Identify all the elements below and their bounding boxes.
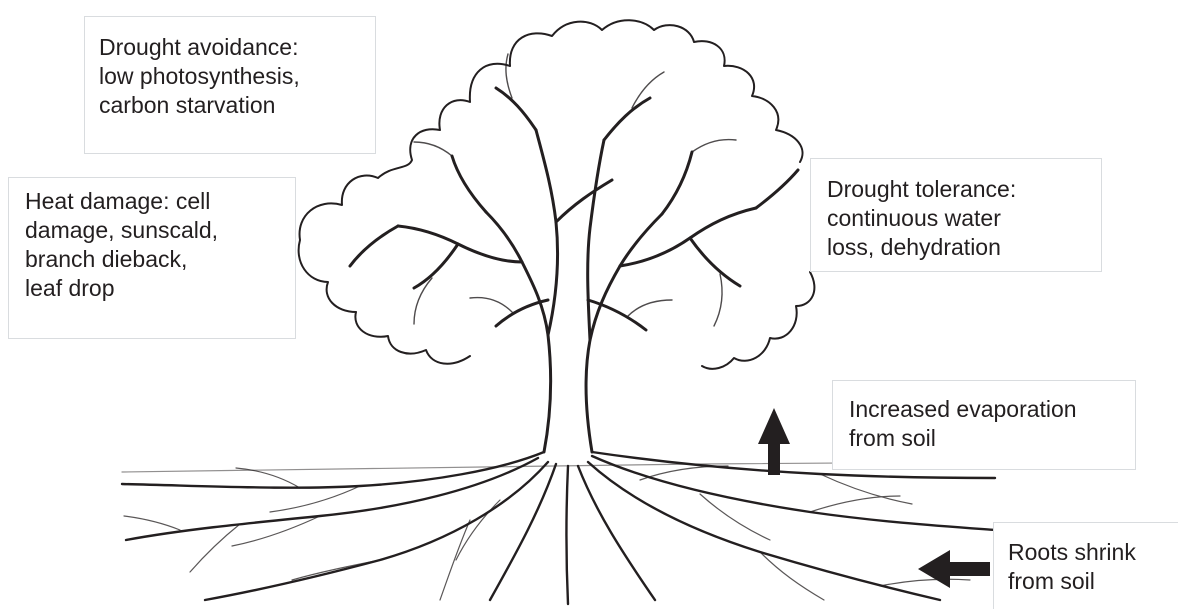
drought-avoidance-label: Drought avoidance: low photosynthesis, c… (84, 16, 376, 154)
drought-avoidance-line-2: low photosynthesis, (99, 62, 375, 91)
roots-shrink-label: Roots shrink from soil (993, 522, 1178, 609)
evaporation-label: Increased evaporation from soil (832, 380, 1136, 470)
drought-tolerance-line-3: loss, dehydration (827, 233, 1101, 262)
drought-avoidance-line-1: Drought avoidance: (99, 33, 375, 62)
tree-trunk (486, 212, 662, 452)
drought-avoidance-line-3: carbon starvation (99, 91, 375, 120)
heat-damage-line-3: branch dieback, (25, 245, 295, 274)
roots-shrink-line-2: from soil (1008, 567, 1178, 596)
arrow-up-icon (758, 408, 790, 475)
heat-damage-line-4: leaf drop (25, 274, 295, 303)
drought-tolerance-line-1: Drought tolerance: (827, 175, 1101, 204)
roots-shrink-line-1: Roots shrink (1008, 538, 1178, 567)
drought-tolerance-line-2: continuous water (827, 204, 1101, 233)
evaporation-line-1: Increased evaporation (849, 395, 1135, 424)
arrow-left-icon (918, 550, 990, 588)
evaporation-line-2: from soil (849, 424, 1135, 453)
tree-roots (122, 452, 995, 604)
heat-damage-line-1: Heat damage: cell (25, 187, 295, 216)
drought-tolerance-label: Drought tolerance: continuous water loss… (810, 158, 1102, 272)
heat-damage-line-2: damage, sunscald, (25, 216, 295, 245)
heat-damage-label: Heat damage: cell damage, sunscald, bran… (8, 177, 296, 339)
